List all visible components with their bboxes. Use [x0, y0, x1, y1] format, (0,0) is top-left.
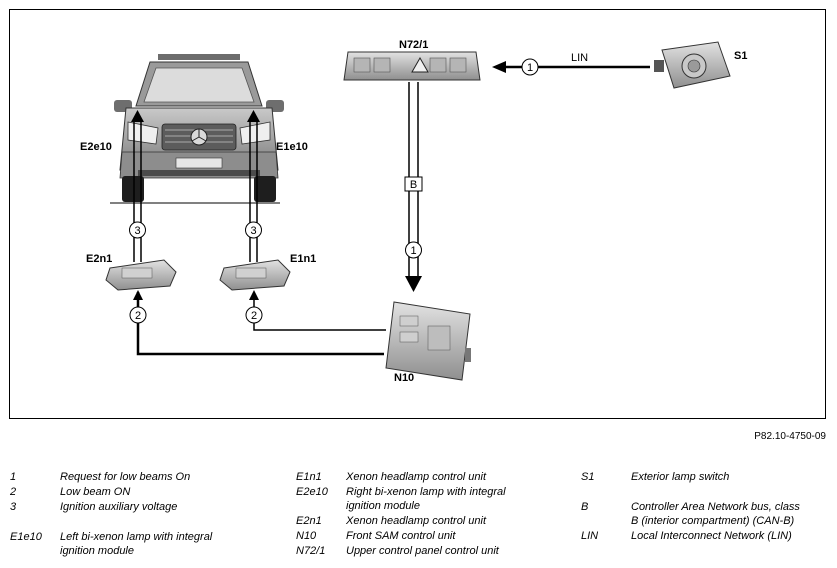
label-e1n1: E1n1	[290, 253, 316, 265]
label-e2n1: E2n1	[86, 253, 112, 265]
low-beam-line-left	[136, 292, 384, 356]
signal-marker-can: 1	[405, 241, 422, 259]
svg-text:1: 1	[527, 62, 533, 74]
signal-marker-right-voltage: 3	[245, 221, 262, 239]
voltage-line-right	[247, 110, 260, 262]
svg-text:3: 3	[250, 225, 256, 237]
lin-arrowhead	[492, 61, 506, 73]
signal-marker-left-low-beam: 2	[129, 306, 147, 324]
vehicle-front-illustration	[110, 54, 284, 204]
upper-control-panel-illustration	[343, 51, 481, 81]
svg-text:2: 2	[251, 310, 257, 322]
label-n10: N10	[394, 372, 414, 384]
front-sam-illustration	[385, 301, 471, 381]
label-n72-1: N72/1	[399, 39, 428, 51]
svg-text:B: B	[410, 179, 417, 191]
label-e1e10: E1e10	[276, 141, 308, 153]
reference-code: P82.10-4750-09	[754, 431, 826, 442]
label-e2e10: E2e10	[80, 141, 112, 153]
can-b-bus-box: B	[404, 176, 423, 192]
low-beam-line-right	[253, 292, 386, 331]
wiring-diagram: 1 1 3 3 2 2 B N72/1 S1 LIN E2e10 E1e10 E…	[80, 39, 747, 384]
diagram-frame: 1 1 3 3 2 2 B N72/1 S1 LIN E2e10 E1e10 E…	[9, 9, 826, 419]
e2n1-module-illustration	[105, 259, 177, 291]
svg-text:3: 3	[134, 225, 140, 237]
voltage-line-left	[131, 110, 144, 262]
signal-marker-right-low-beam: 2	[245, 306, 263, 324]
low-beam-arrow-left	[133, 290, 143, 300]
label-lin: LIN	[571, 52, 588, 64]
signal-marker-lin: 1	[521, 58, 539, 76]
svg-text:1: 1	[410, 245, 416, 257]
signal-marker-left-voltage: 3	[129, 221, 146, 239]
exterior-lamp-switch-illustration	[654, 41, 731, 89]
label-s1: S1	[734, 50, 747, 62]
e1n1-module-illustration	[219, 259, 291, 291]
svg-text:2: 2	[135, 310, 141, 322]
low-beam-arrow-right	[249, 290, 259, 300]
